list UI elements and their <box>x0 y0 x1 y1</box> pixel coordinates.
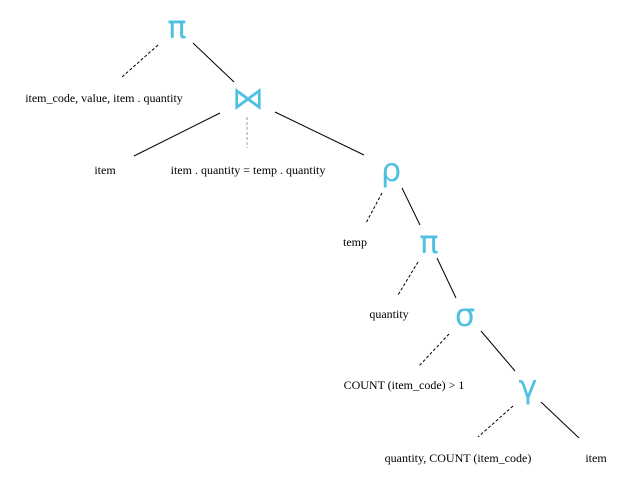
selection-condition: COUNT (item_code) > 1 <box>343 378 465 392</box>
projection-attributes-inner: quantity <box>369 307 409 321</box>
projection-attributes-top: item_code, value, item . quantity <box>25 91 183 105</box>
edge-group-to-item <box>540 401 580 439</box>
edge-select-to-condition <box>418 333 450 367</box>
join-operator: ⋈ <box>232 79 264 117</box>
edge-join-to-rename <box>274 111 365 156</box>
join-condition: item . quantity = temp . quantity <box>170 163 326 177</box>
edge-project-to-attrs <box>121 44 159 78</box>
projection-operator-inner: π <box>419 223 439 261</box>
edge-project-to-join <box>192 42 235 83</box>
edge-select-to-group <box>480 330 516 372</box>
grouping-attributes: quantity, COUNT (item_code) <box>384 451 532 465</box>
grouping-relation: item <box>585 451 607 465</box>
rename-operator: ρ <box>380 151 402 189</box>
edge-rename-to-temp <box>365 192 383 224</box>
edge-join-to-item <box>133 112 221 157</box>
edge-rename-to-project <box>401 187 421 226</box>
join-left-relation: item <box>94 163 116 177</box>
edge-project-to-quantity <box>397 261 419 296</box>
edge-group-to-attrs <box>477 405 514 438</box>
projection-operator-top: π <box>167 8 187 46</box>
rename-target: temp <box>343 235 367 249</box>
grouping-operator: γ <box>518 368 538 406</box>
selection-operator: σ <box>454 296 476 334</box>
edge-project-to-select <box>436 257 457 299</box>
